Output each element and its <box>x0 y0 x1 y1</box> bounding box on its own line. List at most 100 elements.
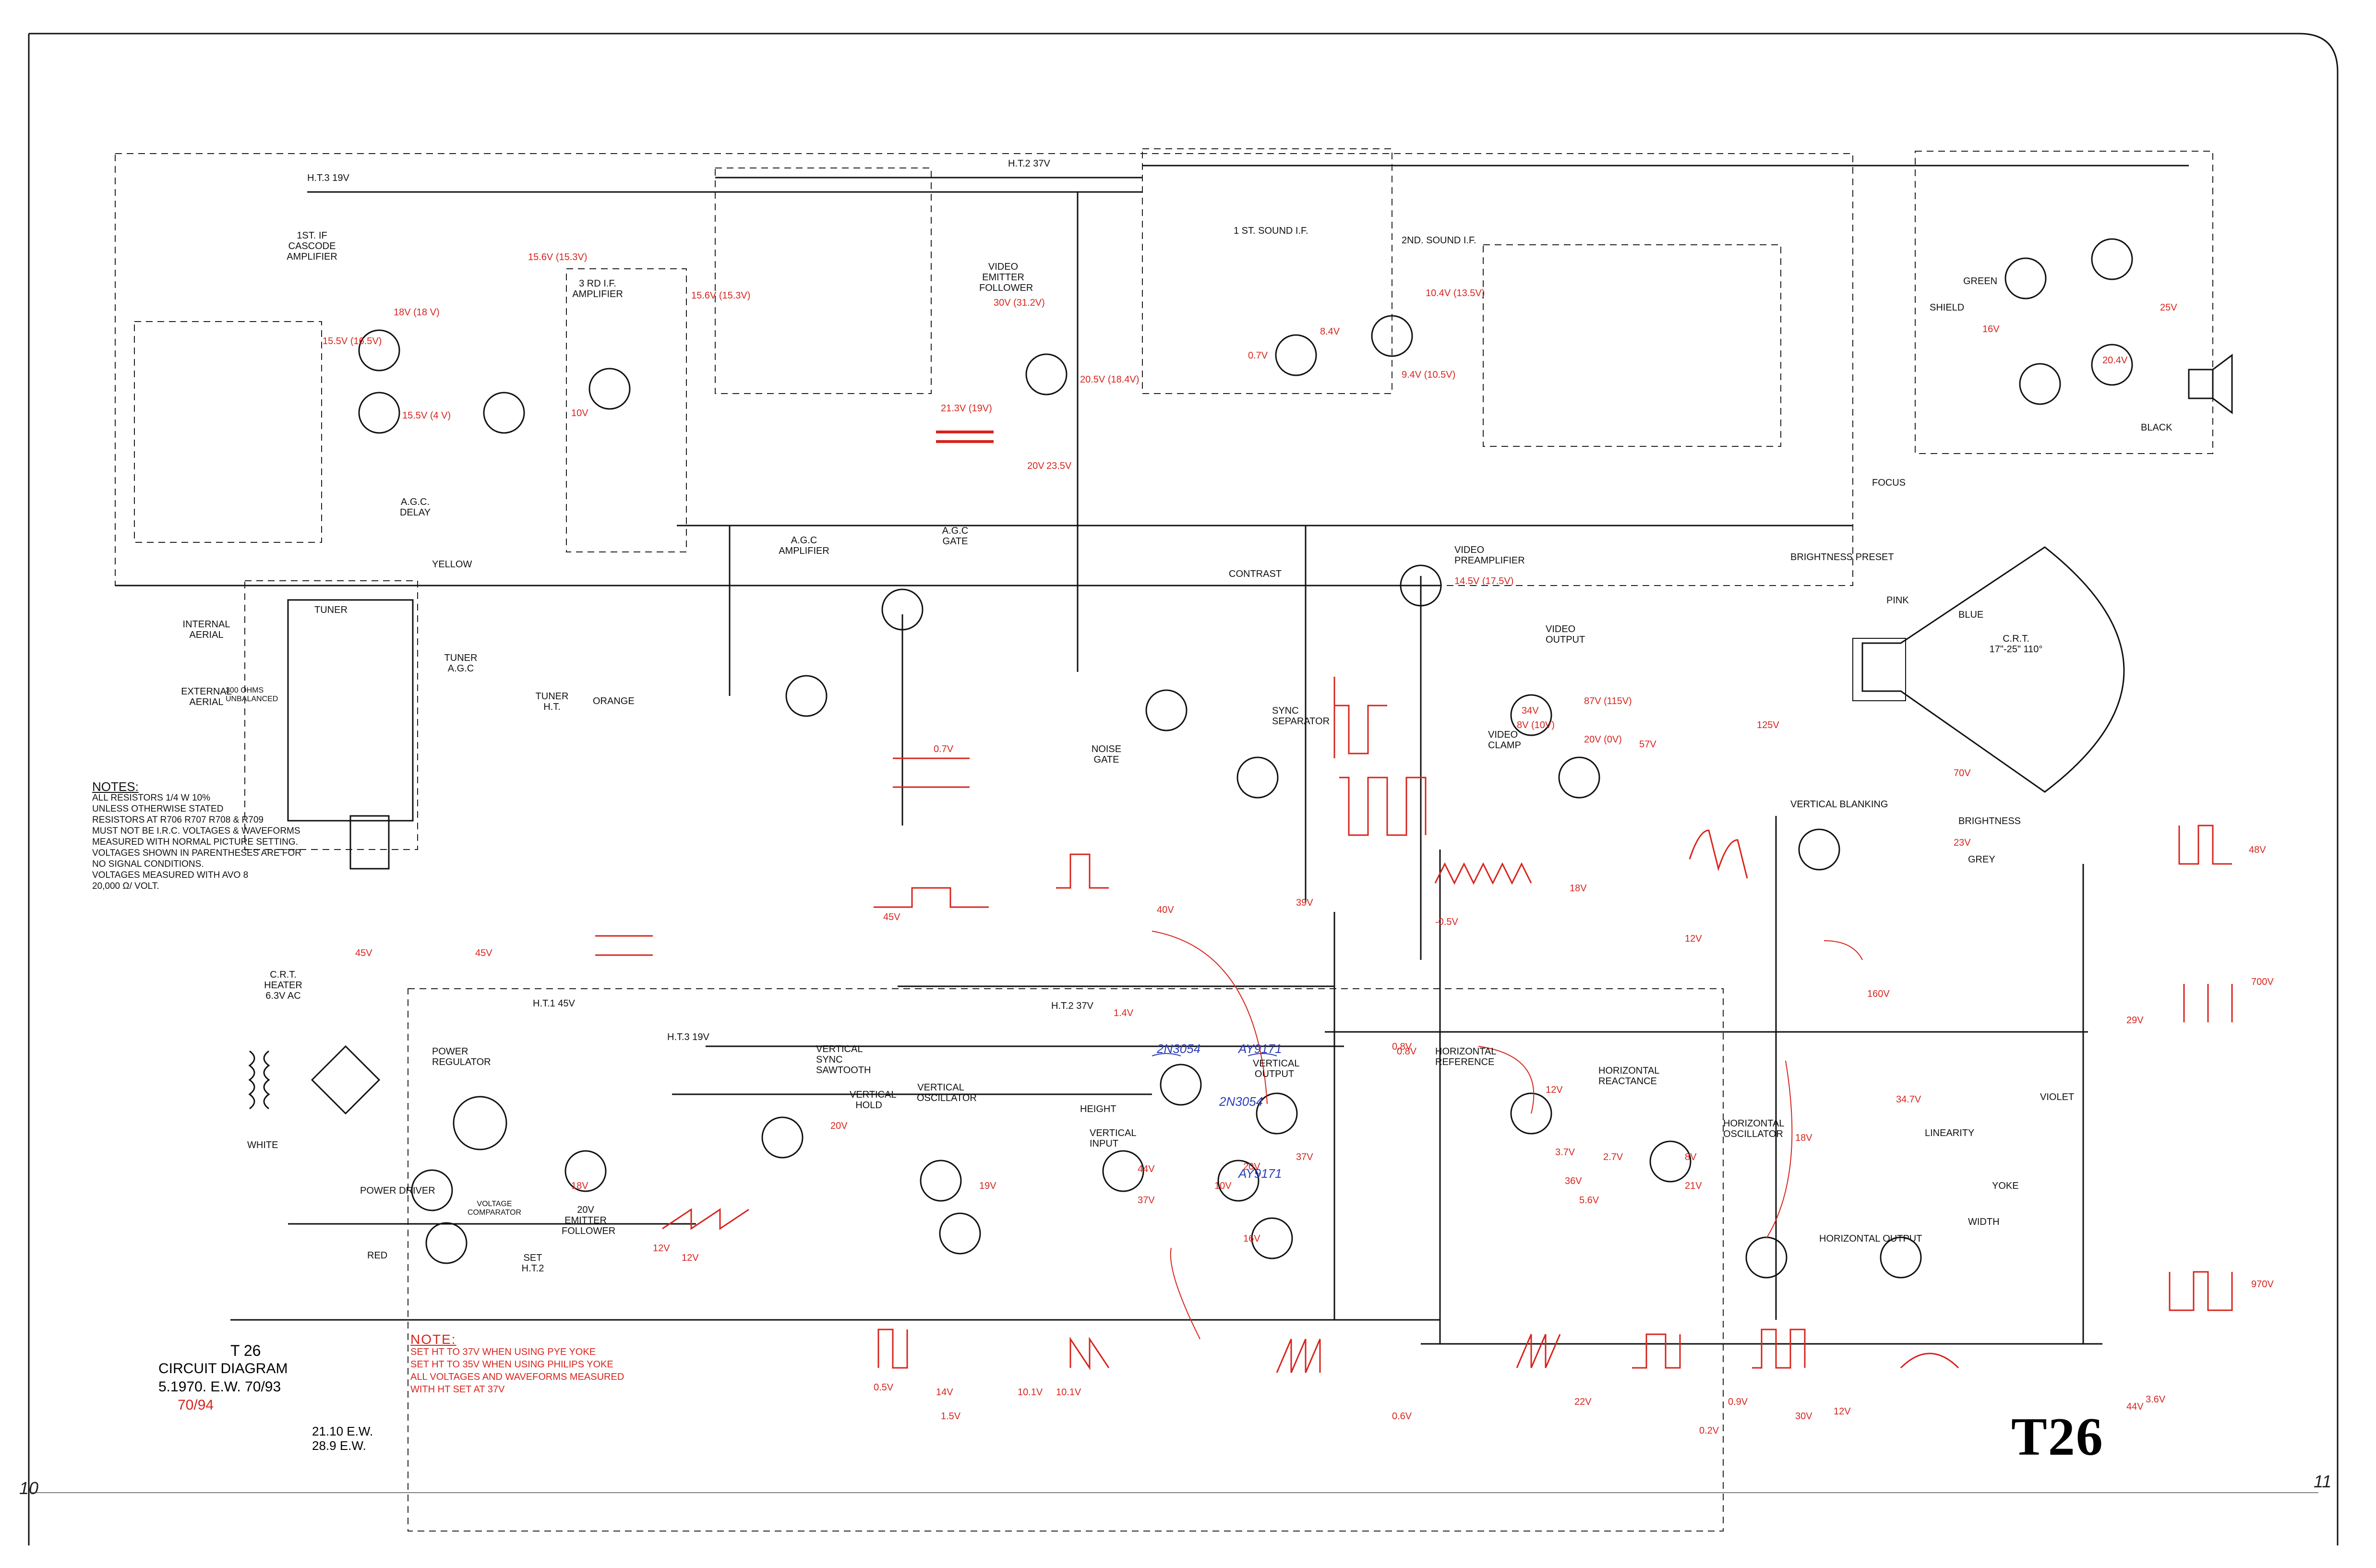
wire-violet: VIOLET <box>2040 1092 2075 1102</box>
volt: 57V <box>1639 739 1656 750</box>
volt: 22V <box>1574 1397 1592 1407</box>
volt: 18V (18 V) <box>394 307 440 318</box>
volt: 0.9V <box>1728 1397 1748 1407</box>
red-note-line: ALL VOLTAGES AND WAVEFORMS MEASURED <box>410 1372 624 1382</box>
label-video-emitter: VIDEO EMITTER FOLLOWER <box>979 262 1033 293</box>
label-contrast: CONTRAST <box>1229 569 1282 579</box>
label-internal-aerial: INTERNAL AERIAL <box>182 619 230 640</box>
volt: 15.5V (16.5V) <box>323 336 382 347</box>
volt: 700V <box>2251 977 2274 987</box>
label-height: HEIGHT <box>1080 1104 1116 1114</box>
label-horizontal-output: HORIZONTAL OUTPUT <box>1819 1233 1922 1244</box>
volt: 0.7V <box>1248 350 1268 361</box>
notes-line: NO SIGNAL CONDITIONS. <box>92 859 204 869</box>
volt: 18V <box>1795 1133 1812 1143</box>
module-outlines <box>115 148 2213 1532</box>
page-number-right: 11 <box>2314 1472 2332 1491</box>
blue-part: AY9171 <box>1238 1041 1282 1056</box>
volt: 9.4V (10.5V) <box>1402 370 1456 380</box>
label-focus: FOCUS <box>1872 478 1906 488</box>
rail-ht3: H.T.3 19V <box>307 173 349 183</box>
label-agc-amp: A.G.C AMPLIFIER <box>779 535 829 556</box>
volt: 12V <box>1685 934 1702 944</box>
red-waveforms <box>595 431 2233 1373</box>
volt: 30V <box>1795 1411 1812 1422</box>
label-set-ht: SET H.T.2 <box>521 1253 544 1274</box>
wire-red: RED <box>367 1250 388 1261</box>
blue-strokes <box>1152 1053 1277 1056</box>
volt: 16V <box>1243 1233 1260 1244</box>
volt: 14V <box>936 1387 953 1398</box>
label-video-pre: VIDEO PREAMPLIFIER <box>1454 545 1525 566</box>
volt: 45V <box>475 948 492 958</box>
volt: 39V <box>1296 898 1313 908</box>
volt: 29V <box>2126 1015 2144 1026</box>
volt: 0.8V <box>1397 1046 1417 1057</box>
notes-line: RESISTORS AT R706 R707 R708 & R709 <box>92 815 264 825</box>
volt: 10V <box>571 408 588 419</box>
label-if3: 3 RD I.F. AMPLIFIER <box>572 278 623 299</box>
caption-heading: CIRCUIT DIAGRAM <box>158 1361 288 1376</box>
crt-outline <box>1861 546 2125 793</box>
volt: 10.1V <box>1018 1387 1043 1398</box>
caption-date-1: 21.10 E.W. <box>312 1424 373 1438</box>
supply-rails <box>115 165 2189 1345</box>
bus-lines <box>729 192 2084 1344</box>
diagram-caption: T 26 CIRCUIT DIAGRAM 5.1970. E.W. 70/93 … <box>158 1341 373 1453</box>
label-tuner-agc: TUNER A.G.C <box>444 653 478 674</box>
tuner-shaft <box>349 815 390 870</box>
volt: 0.7V <box>934 744 954 754</box>
red-note-heading: NOTE: <box>410 1332 456 1347</box>
notes-line: ALL RESISTORS 1/4 W 10% <box>92 793 211 803</box>
volt: 1.4V <box>1114 1008 1134 1018</box>
notes-line: VOLTAGES SHOWN IN PARENTHESES ARE FOR <box>92 848 302 858</box>
volt: 0.2V <box>1699 1425 1719 1436</box>
label-external-aerial: EXTERNAL AERIAL <box>181 686 232 707</box>
volt: 70V <box>1954 768 1971 778</box>
volt: -0.5V <box>1435 917 1458 927</box>
notes-line: VOLTAGES MEASURED WITH AVO 8 <box>92 870 249 880</box>
label-vertical-blanking: VERTICAL BLANKING <box>1790 799 1888 810</box>
caption-revision: 5.1970. E.W. 70/93 <box>158 1379 281 1395</box>
volt: 45V <box>883 912 900 922</box>
label-crt-heater: C.R.T. HEATER 6.3V AC <box>264 970 302 1001</box>
notes-line: MEASURED WITH NORMAL PICTURE SETTING. <box>92 837 298 847</box>
rail-ht3-lower: H.T.3 19V <box>667 1032 709 1042</box>
volt: 8V (10V) <box>1517 720 1555 730</box>
volt: 20V <box>830 1121 848 1131</box>
volt: 44V <box>1138 1164 1155 1174</box>
caption-revision-handwritten: 70/94 <box>178 1397 214 1413</box>
wire-blue: BLUE <box>1958 610 1984 620</box>
volt: 23V <box>1954 838 1971 848</box>
crt-neck <box>1852 638 1906 701</box>
caption-model: T 26 <box>230 1342 261 1359</box>
label-vertical-hold: VERTICAL HOLD <box>850 1089 897 1111</box>
volt: 12V <box>682 1253 699 1263</box>
label-vertical-sync: VERTICAL SYNC SAWTOOTH <box>816 1044 871 1076</box>
volt: 14.5V (17.5V) <box>1454 576 1514 587</box>
page-border <box>28 33 2339 1545</box>
volt: 20V <box>1027 461 1044 471</box>
notes-line: 20,000 Ω/ VOLT. <box>92 881 159 891</box>
red-note-line: SET HT TO 37V WHEN USING PYE YOKE <box>410 1347 596 1357</box>
volt: 12V <box>1546 1085 1563 1095</box>
label-agc-gate: A.G.C GATE <box>942 526 969 547</box>
volt: 15.6V (15.3V) <box>691 290 751 301</box>
volt: 160V <box>1867 989 1890 999</box>
label-linearity: LINEARITY <box>1925 1128 1975 1138</box>
wire-green: GREEN <box>1963 276 1998 287</box>
blue-part: 2N3054 <box>1219 1094 1263 1109</box>
page-number-left: 10 <box>19 1478 39 1498</box>
label-brightness-preset: BRIGHTNESS PRESET <box>1790 552 1894 563</box>
notes-line: MUST NOT BE I.R.C. VOLTAGES & WAVEFORMS <box>92 826 300 836</box>
label-yoke: YOKE <box>1992 1181 2019 1191</box>
label-crt: C.R.T. 17"-25" 110° <box>1989 634 2043 655</box>
transistors <box>358 238 2133 1279</box>
label-sound-if2: 2ND. SOUND I.F. <box>1402 235 1476 246</box>
volt: 1.5V <box>941 1411 961 1422</box>
speaker <box>2188 369 2214 399</box>
wire-black: BLACK <box>2141 422 2172 433</box>
label-tuner-ht: TUNER H.T. <box>535 691 569 712</box>
volt: 45V <box>355 948 372 958</box>
